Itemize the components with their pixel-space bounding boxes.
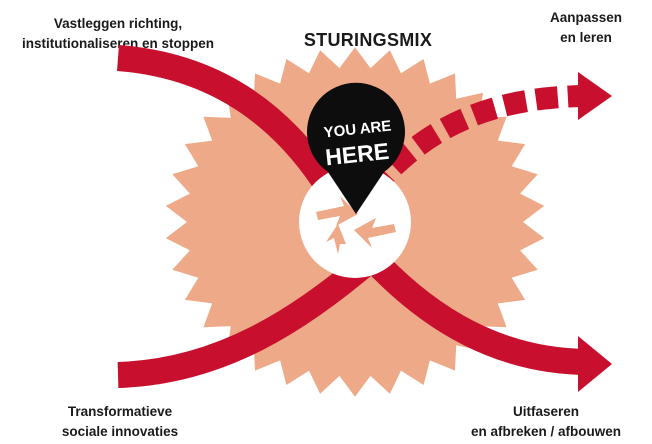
label-line: Vastleggen richting, xyxy=(53,16,183,31)
label-line: en leren xyxy=(560,30,612,45)
center-swirl-arrow xyxy=(316,196,358,226)
marker-text-you-are: YOU ARE xyxy=(323,118,392,142)
label-line: institutionaliseren en stoppen xyxy=(21,36,215,51)
diagram-title: STURINGSMIX xyxy=(303,30,433,50)
label-transformatieve-sociale-innovaties: Transformatieve sociale innovaties xyxy=(20,402,220,442)
arrowhead-uitfaseren xyxy=(578,336,612,392)
center-swirl-arrow xyxy=(326,224,346,254)
label-uitfaseren-afbreken: Uitfaseren en afbreken / afbouwen xyxy=(440,402,652,442)
arrow-vastleggen-to-center xyxy=(116,45,342,197)
label-aanpassen-en-leren: Aanpassen en leren xyxy=(520,8,652,48)
arrow-aanpassen-dashed xyxy=(363,85,583,198)
label-line: Uitfaseren xyxy=(512,404,580,419)
label-vastleggen-richting: Vastleggen richting, institutionaliseren… xyxy=(0,14,236,54)
arrowhead-aanpassen xyxy=(578,72,612,120)
you-are-here-marker xyxy=(307,82,405,214)
label-line: Aanpassen xyxy=(549,10,623,25)
center-swirl-arrow xyxy=(354,218,396,248)
label-line: sociale innovaties xyxy=(61,424,179,439)
label-line: Transformatieve xyxy=(67,404,173,419)
label-line: en afbreken / afbouwen xyxy=(470,424,622,439)
center-circle xyxy=(299,166,411,278)
